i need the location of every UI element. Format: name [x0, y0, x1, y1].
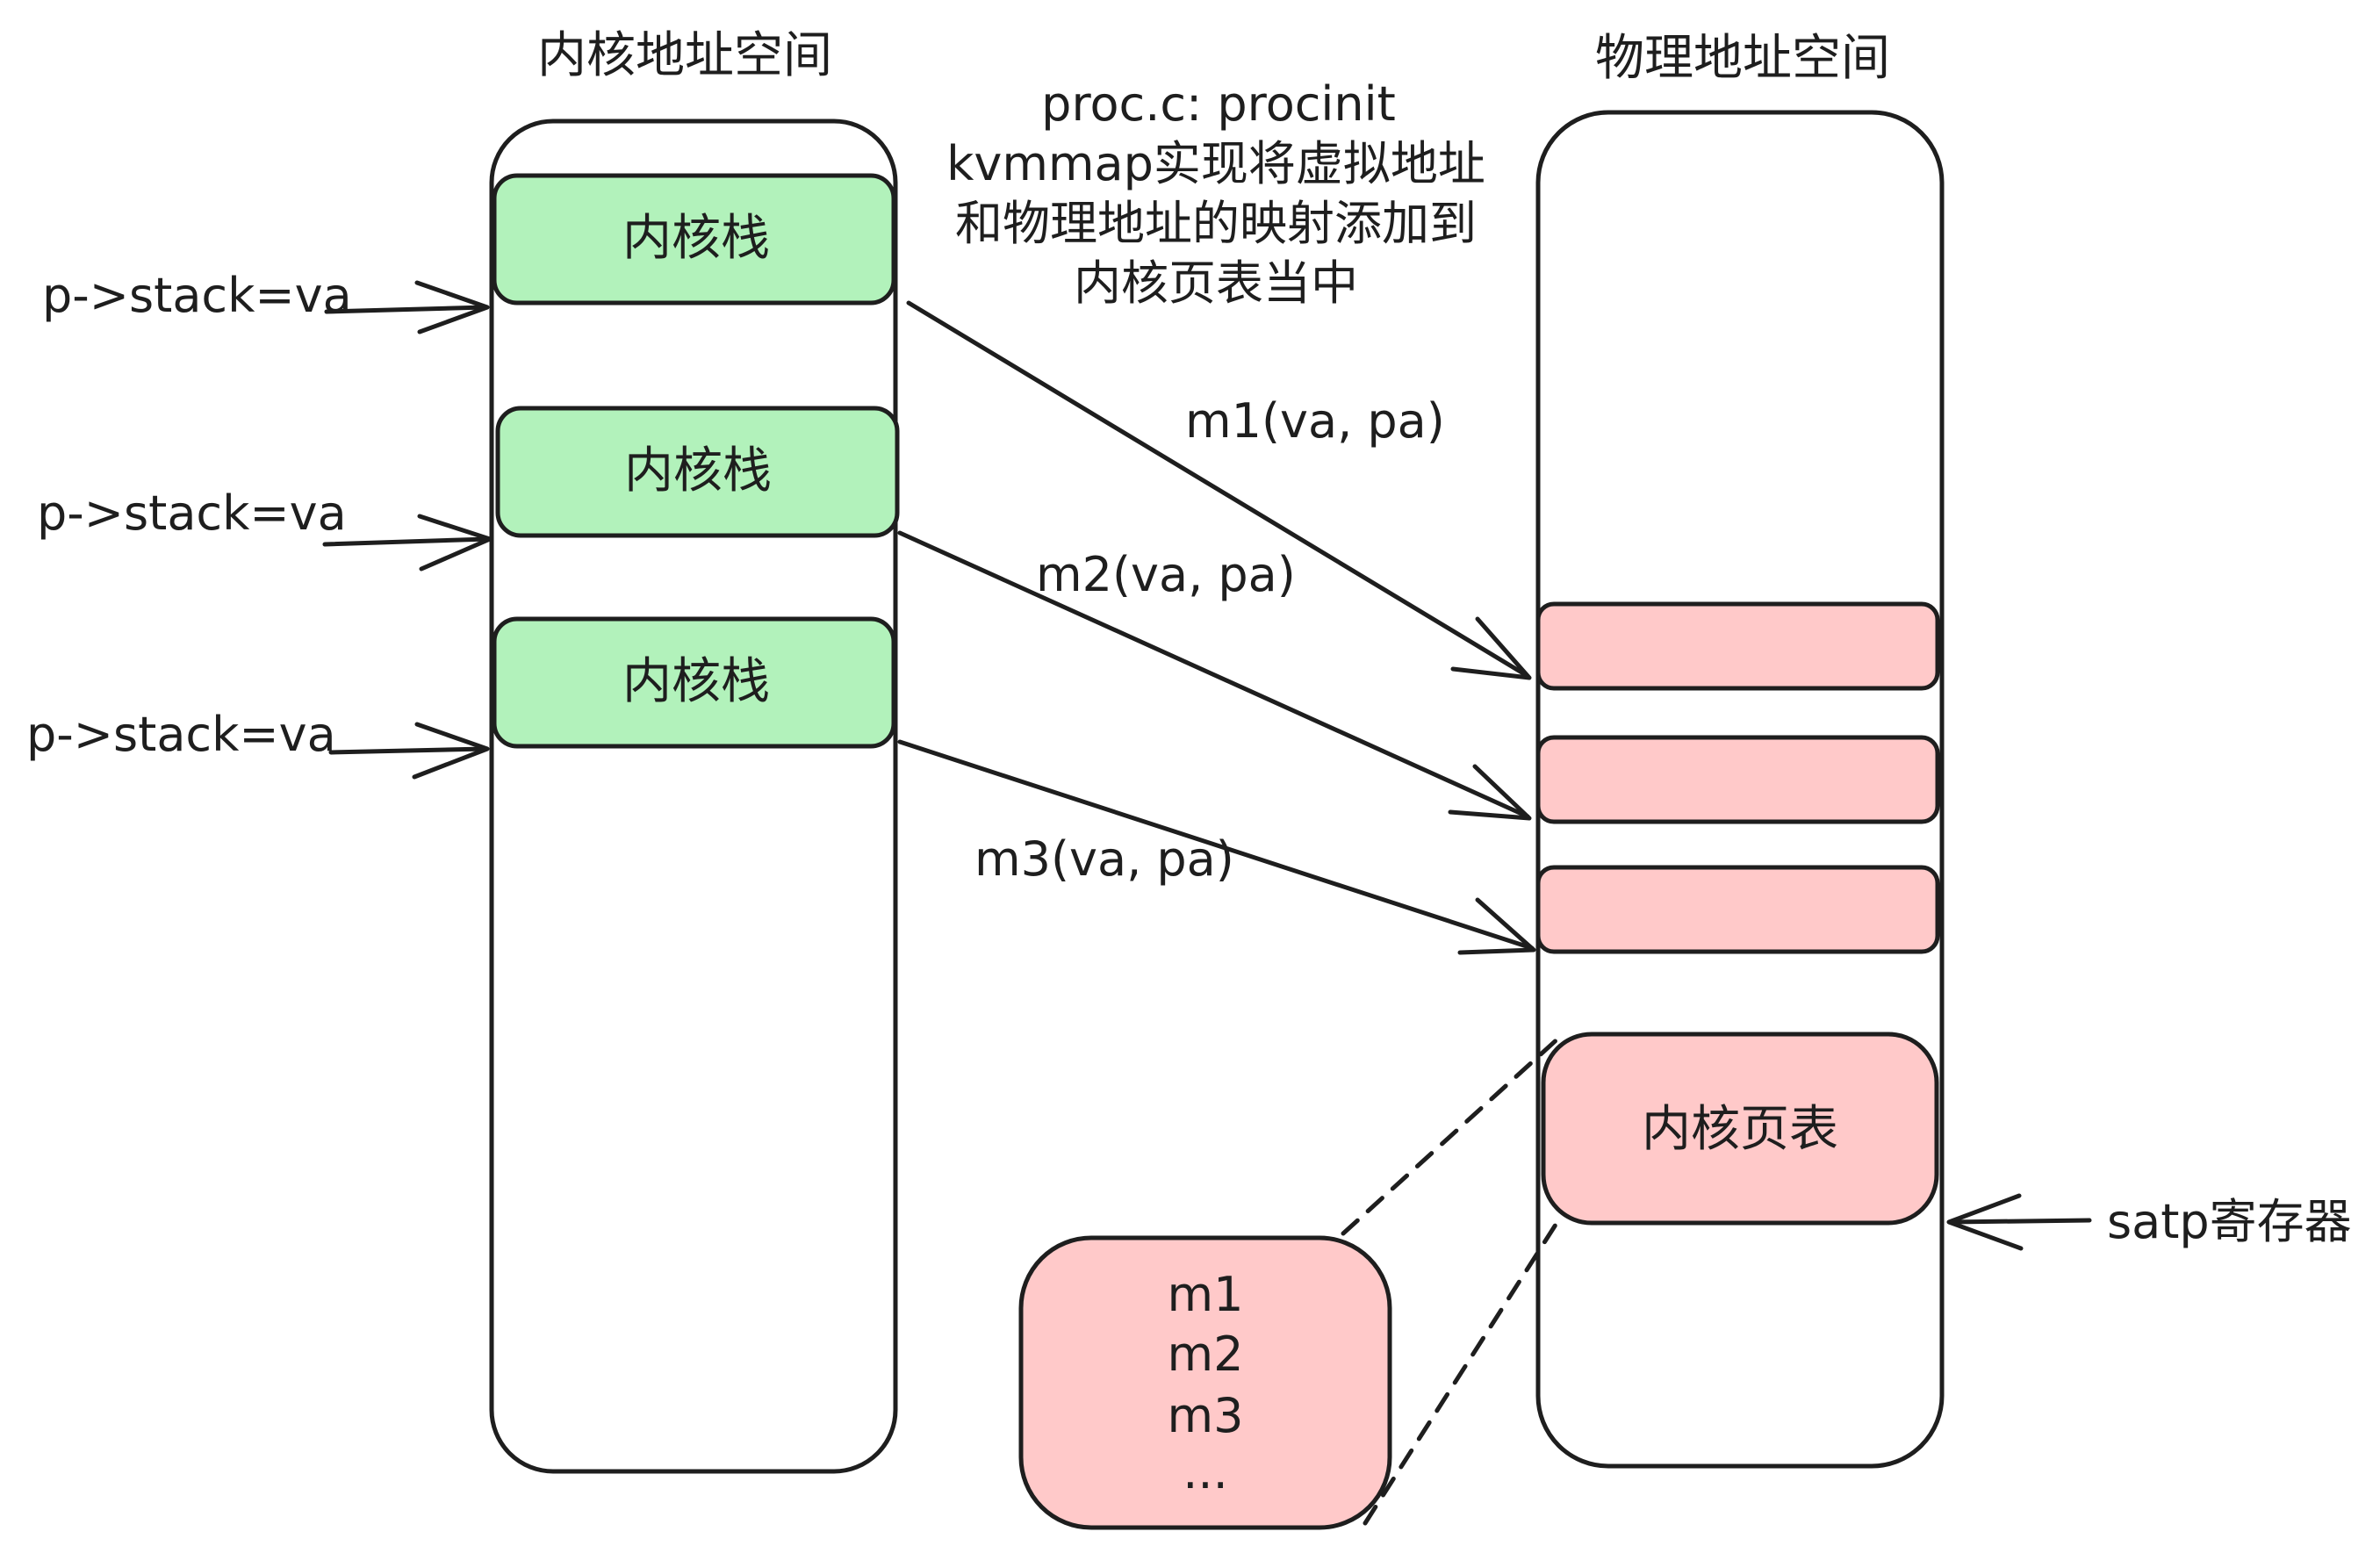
page-table-entry-1: m1 [1168, 1267, 1244, 1322]
stack-pointer-label-2: p->stack=va [37, 485, 347, 541]
mapping-arrow-1 [906, 300, 1532, 680]
zoom-line-top [1341, 1033, 1564, 1236]
stack-pointer-arrow-1 [324, 280, 490, 334]
kernel-page-table [1541, 1032, 1939, 1226]
mapping-arrow-3 [897, 739, 1536, 955]
physical-page-1 [1535, 601, 1940, 691]
kernel-stack-2 [495, 406, 900, 538]
kernel-stack-1 [492, 173, 896, 306]
note-line-2: kvmmap实现将虚拟地址 [946, 136, 1485, 191]
satp-register-arrow [1946, 1193, 2092, 1251]
kernel-page-table-label: 内核页表 [1642, 1101, 1838, 1158]
mapping-label-3: m3(va, pa) [974, 831, 1234, 887]
page-table-entry-2: m2 [1168, 1327, 1244, 1382]
mapping-label-1: m1(va, pa) [1185, 393, 1445, 449]
page-table-entries-box [1018, 1235, 1392, 1530]
physical-page-3 [1535, 865, 1940, 954]
kernel-address-space-title: 内核地址空间 [537, 27, 832, 84]
physical-page-2 [1535, 735, 1940, 824]
physical-address-space-title: 物理地址空间 [1595, 30, 1890, 87]
stack-pointer-label-1: p->stack=va [42, 268, 352, 323]
kernel-stack-3-label: 内核栈 [622, 653, 770, 710]
note-line-3: 和物理地址的映射添加到 [955, 196, 1477, 251]
zoom-line-bottom [1363, 1222, 1558, 1526]
stack-pointer-arrow-2 [322, 514, 493, 572]
kernel-stack-3 [492, 616, 896, 749]
stack-pointer-label-3: p->stack=va [26, 707, 336, 762]
page-table-entry-ellipsis: ... [1183, 1444, 1228, 1499]
note-line-4: 内核页表当中 [1074, 255, 1358, 311]
kernel-stack-2-label: 内核栈 [624, 442, 772, 500]
page-table-entry-3: m3 [1168, 1388, 1244, 1443]
stack-pointer-arrow-3 [328, 722, 490, 780]
kernel-address-space-column [489, 119, 898, 1474]
mapping-label-2: m2(va, pa) [1036, 547, 1296, 602]
kernel-stack-1-label: 内核栈 [622, 210, 770, 267]
satp-register-label: satp寄存器 [2107, 1194, 2352, 1249]
mapping-arrow-2 [897, 530, 1532, 821]
note-line-1: proc.c: procinit [1041, 76, 1396, 132]
